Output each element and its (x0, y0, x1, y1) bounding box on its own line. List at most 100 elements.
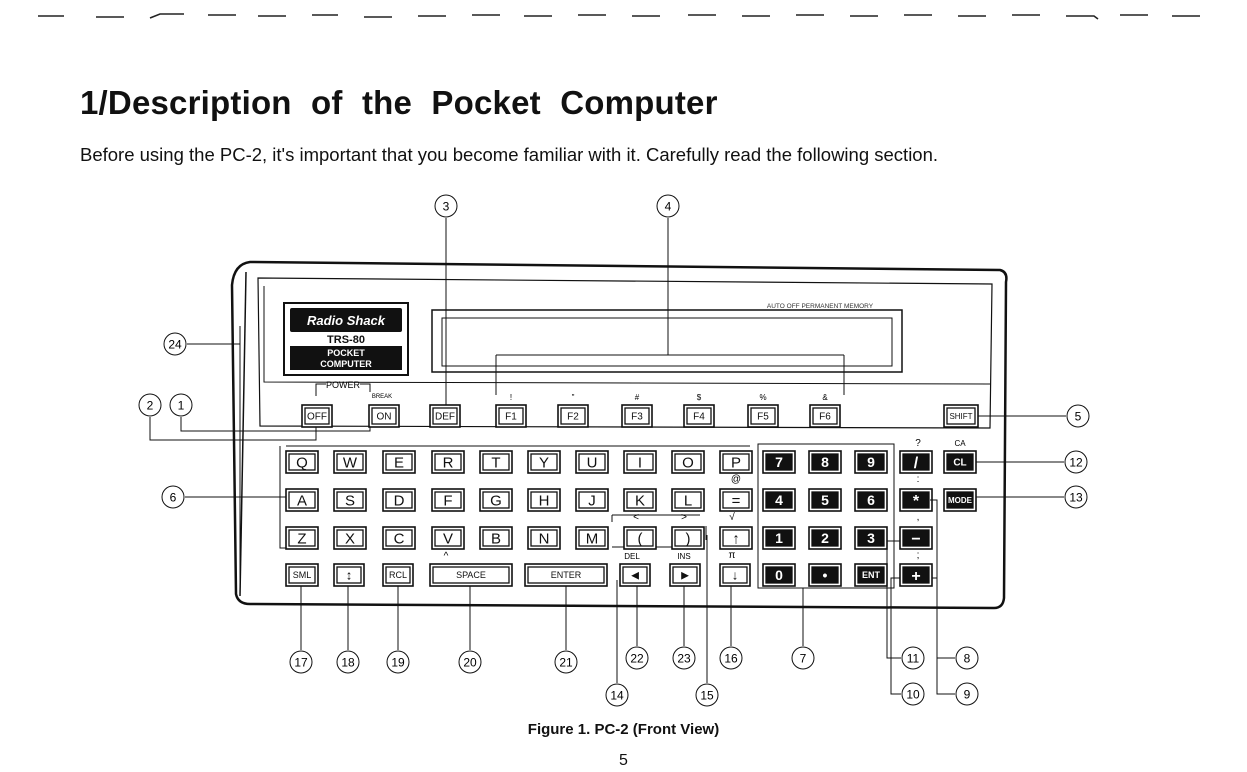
key-u[interactable]: U (575, 450, 609, 474)
svg-text:/: / (914, 455, 919, 472)
svg-text:U: U (587, 454, 598, 471)
shift-label-lt: < (633, 512, 639, 523)
key-f6[interactable]: F6 (809, 404, 841, 428)
key-f1[interactable]: F1 (495, 404, 527, 428)
key-mode[interactable]: MODE (943, 488, 977, 512)
key-symbol[interactable]: + (899, 563, 933, 587)
key-symbol[interactable]: * (899, 488, 933, 512)
callout-19: 19 (386, 650, 410, 674)
svg-text:Z: Z (297, 530, 306, 547)
key-symbol[interactable]: ( (623, 526, 657, 550)
key-c[interactable]: C (382, 526, 416, 550)
svg-text:Y: Y (539, 454, 549, 471)
key-def[interactable]: DEF (429, 404, 461, 428)
svg-text:22: 22 (630, 652, 644, 666)
power-bracket (315, 383, 371, 396)
key-a[interactable]: A (285, 488, 319, 512)
key-n[interactable]: N (527, 526, 561, 550)
shift-label-colon: : (917, 474, 920, 485)
key-p[interactable]: P (719, 450, 753, 474)
svg-text:•: • (823, 567, 828, 583)
key-symbol[interactable]: ◄ (619, 563, 651, 587)
key-3[interactable]: 3 (854, 526, 888, 550)
key-symbol[interactable]: • (808, 563, 842, 587)
key-v[interactable]: V (431, 526, 465, 550)
radio-shack-logo: Radio Shack TRS-80 POCKET COMPUTER (283, 302, 409, 376)
key-8[interactable]: 8 (808, 450, 842, 474)
svg-text:9: 9 (964, 688, 971, 702)
key-symbol[interactable]: − (899, 526, 933, 550)
shift-label-del: DEL (624, 552, 640, 561)
key-5[interactable]: 5 (808, 488, 842, 512)
shift-label-gt: > (681, 512, 687, 523)
key-on[interactable]: ON (368, 404, 400, 428)
key-f3[interactable]: F3 (621, 404, 653, 428)
key-r[interactable]: R (431, 450, 465, 474)
key-space[interactable]: SPACE (429, 563, 513, 587)
key-4[interactable]: 4 (762, 488, 796, 512)
shift-label-semicolon: ; (917, 550, 920, 561)
key-m[interactable]: M (575, 526, 609, 550)
key-b[interactable]: B (479, 526, 513, 550)
key-j[interactable]: J (575, 488, 609, 512)
key-f2[interactable]: F2 (557, 404, 589, 428)
key-symbol[interactable]: ) (671, 526, 705, 550)
key-k[interactable]: K (623, 488, 657, 512)
svg-text:12: 12 (1069, 456, 1083, 470)
key-l[interactable]: L (671, 488, 705, 512)
key-ent[interactable]: ENT (854, 563, 888, 587)
key-e[interactable]: E (382, 450, 416, 474)
key-symbol[interactable]: / (899, 450, 933, 474)
shift-label-ins: INS (677, 552, 690, 561)
key-symbol[interactable]: ↕ (333, 563, 365, 587)
key-o[interactable]: O (671, 450, 705, 474)
key-g[interactable]: G (479, 488, 513, 512)
shift-label-sqrt: √ (729, 511, 735, 523)
key-shift[interactable]: SHIFT (943, 404, 979, 428)
key-0[interactable]: 0 (762, 563, 796, 587)
key-symbol[interactable]: = (719, 488, 753, 512)
key-6[interactable]: 6 (854, 488, 888, 512)
key-rcl[interactable]: RCL (382, 563, 414, 587)
key-f4[interactable]: F4 (683, 404, 715, 428)
key-s[interactable]: S (333, 488, 367, 512)
key-cl[interactable]: CL (943, 450, 977, 474)
key-f5[interactable]: F5 (747, 404, 779, 428)
page-number: 5 (619, 752, 628, 769)
key-z[interactable]: Z (285, 526, 319, 550)
callout-1: 1 (169, 393, 193, 417)
key-1[interactable]: 1 (762, 526, 796, 550)
svg-text:V: V (443, 530, 453, 547)
key-w[interactable]: W (333, 450, 367, 474)
key-9[interactable]: 9 (854, 450, 888, 474)
key-h[interactable]: H (527, 488, 561, 512)
svg-text:23: 23 (677, 652, 691, 666)
shift-label-ca: CA (954, 439, 966, 448)
key-7[interactable]: 7 (762, 450, 796, 474)
shift-label-comma: , (917, 512, 920, 523)
svg-text:2: 2 (147, 399, 154, 413)
page-top-dashes (38, 13, 1200, 20)
svg-text:►: ► (679, 568, 692, 583)
key-symbol[interactable]: ↓ (719, 563, 751, 587)
key-f[interactable]: F (431, 488, 465, 512)
intro-paragraph: Before using the PC-2, it's important th… (80, 144, 939, 165)
key-t[interactable]: T (479, 450, 513, 474)
svg-text:MODE: MODE (948, 496, 973, 505)
key-enter[interactable]: ENTER (524, 563, 608, 587)
key-y[interactable]: Y (527, 450, 561, 474)
key-off[interactable]: OFF (301, 404, 333, 428)
key-sml[interactable]: SML (285, 563, 319, 587)
key-symbol[interactable]: ► (669, 563, 701, 587)
figure-caption: Figure 1. PC-2 (Front View) (527, 721, 720, 738)
key-x[interactable]: X (333, 526, 367, 550)
leader-line (149, 417, 317, 441)
key-i[interactable]: I (623, 450, 657, 474)
svg-text:T: T (491, 454, 500, 471)
key-q[interactable]: Q (285, 450, 319, 474)
key-symbol[interactable]: ↑ (719, 526, 753, 550)
callout-11: 11 (901, 646, 925, 670)
callout-21: 21 (554, 650, 578, 674)
key-d[interactable]: D (382, 488, 416, 512)
key-2[interactable]: 2 (808, 526, 842, 550)
